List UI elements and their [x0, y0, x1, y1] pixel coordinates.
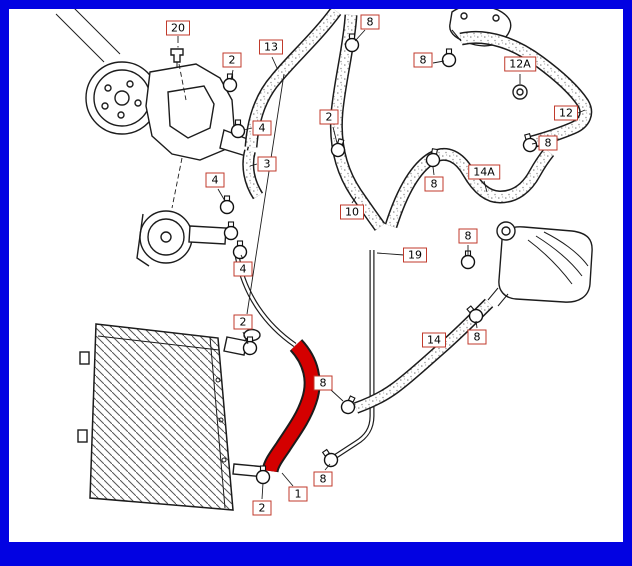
- leader-lines: [217, 29, 586, 500]
- callout-14[interactable]: 14: [422, 332, 446, 348]
- callout-4-b[interactable]: 4: [205, 172, 225, 188]
- clamp-icon: [223, 221, 239, 241]
- callout-4-c[interactable]: 4: [233, 261, 253, 277]
- callout-13[interactable]: 13: [259, 39, 283, 55]
- callout-12[interactable]: 12: [554, 105, 578, 121]
- callout-8-c[interactable]: 8: [538, 135, 558, 151]
- callout-8-e[interactable]: 8: [458, 228, 478, 244]
- radiator-drawing: [77, 323, 267, 511]
- engine-assembly-drawing: [55, 5, 251, 267]
- clamp-icon: [232, 240, 248, 260]
- callout-8-a[interactable]: 8: [360, 14, 380, 30]
- hose-14: [354, 299, 493, 413]
- hose-12: [459, 32, 591, 148]
- callout-8-b[interactable]: 8: [413, 52, 433, 68]
- callout-12a[interactable]: 12A: [504, 56, 536, 72]
- callout-2-b[interactable]: 2: [319, 109, 339, 125]
- callout-4-a[interactable]: 4: [252, 120, 272, 136]
- callout-8-f[interactable]: 8: [467, 329, 487, 345]
- hose-14a: [386, 148, 553, 228]
- hose-3: [243, 149, 262, 199]
- callout-20[interactable]: 20: [166, 20, 190, 36]
- grommet-12a-icon: [512, 84, 528, 100]
- callout-2-c[interactable]: 2: [233, 314, 253, 330]
- callout-2-a[interactable]: 2: [222, 52, 242, 68]
- radiator-filler-neck: [223, 336, 248, 356]
- callout-3[interactable]: 3: [257, 156, 277, 172]
- sensor-20-drawing: [170, 48, 184, 63]
- expansion-tank-cap: [496, 221, 516, 241]
- callout-2-d[interactable]: 2: [252, 500, 272, 516]
- callout-8-h[interactable]: 8: [313, 471, 333, 487]
- expansion-tank-drawing: [487, 221, 593, 307]
- clamp-icon: [222, 73, 238, 93]
- callout-8-g[interactable]: 8: [313, 375, 333, 391]
- callout-10[interactable]: 10: [340, 204, 364, 220]
- callout-8-d[interactable]: 8: [424, 176, 444, 192]
- clamp-icon: [219, 195, 235, 215]
- hose-1-highlighted-drawing: [261, 339, 321, 473]
- clamp-icon: [318, 446, 341, 470]
- clamp-icon: [441, 48, 457, 68]
- callout-14a[interactable]: 14A: [468, 164, 500, 180]
- callout-19[interactable]: 19: [403, 247, 427, 263]
- callout-1-highlighted[interactable]: 1: [288, 486, 308, 502]
